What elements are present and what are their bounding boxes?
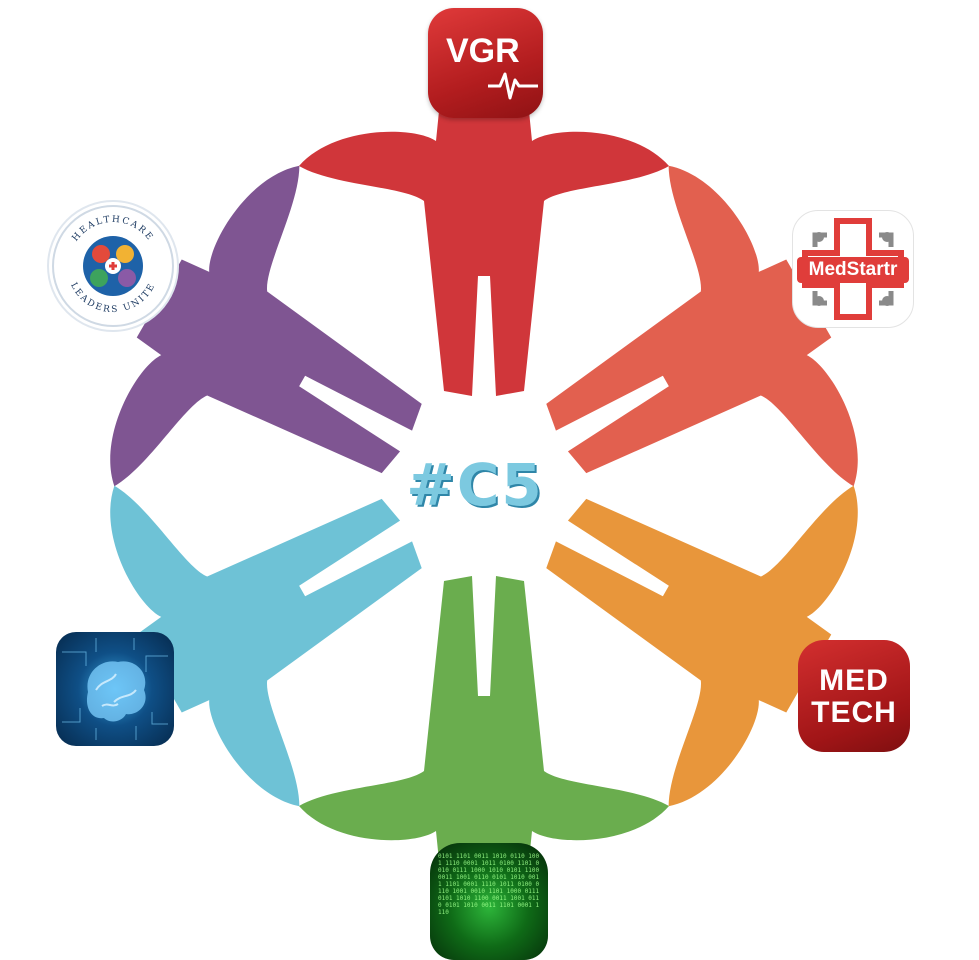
person-figure-top (299, 111, 669, 396)
person-body-lower-left (110, 485, 422, 807)
person-body-bottom (299, 576, 669, 861)
medtech-line1: MED (819, 664, 889, 697)
person-body-upper-right (546, 165, 858, 487)
person-figure-upper-left (110, 165, 422, 487)
person-figure-lower-left (110, 485, 422, 807)
healthcare-leaders-unite-emblem: HEALTHCARE LEADERS UNITE (52, 205, 174, 327)
person-figure-bottom (299, 576, 669, 861)
person-body-lower-right (546, 485, 858, 807)
person-figure-lower-right (546, 485, 858, 807)
medstartr-logo: MedStartr (792, 210, 914, 328)
person-body-top (299, 111, 669, 396)
code-head-image: 0101 1101 0011 1010 0110 1001 1110 0001 … (430, 843, 548, 960)
brain-icon (62, 638, 168, 740)
person-body-upper-left (110, 165, 422, 487)
vgr-logo-text: VGR (446, 32, 520, 70)
heartbeat-icon (488, 72, 538, 100)
ai-brain-image (56, 632, 174, 746)
medtech-line2: TECH (811, 696, 897, 729)
binary-code-text: 0101 1101 0011 1010 0110 1001 1110 0001 … (438, 853, 540, 916)
medical-cross-icon (802, 218, 904, 320)
healthcare-leaders-unite-logo: HEALTHCARE LEADERS UNITE (47, 200, 179, 332)
medtech-logo: MED TECH (798, 640, 910, 752)
center-label: #C5 (406, 451, 544, 519)
vgr-logo: VGR (428, 8, 543, 118)
medstartr-logo-text: MedStartr (797, 257, 909, 283)
person-figure-upper-right (546, 165, 858, 487)
